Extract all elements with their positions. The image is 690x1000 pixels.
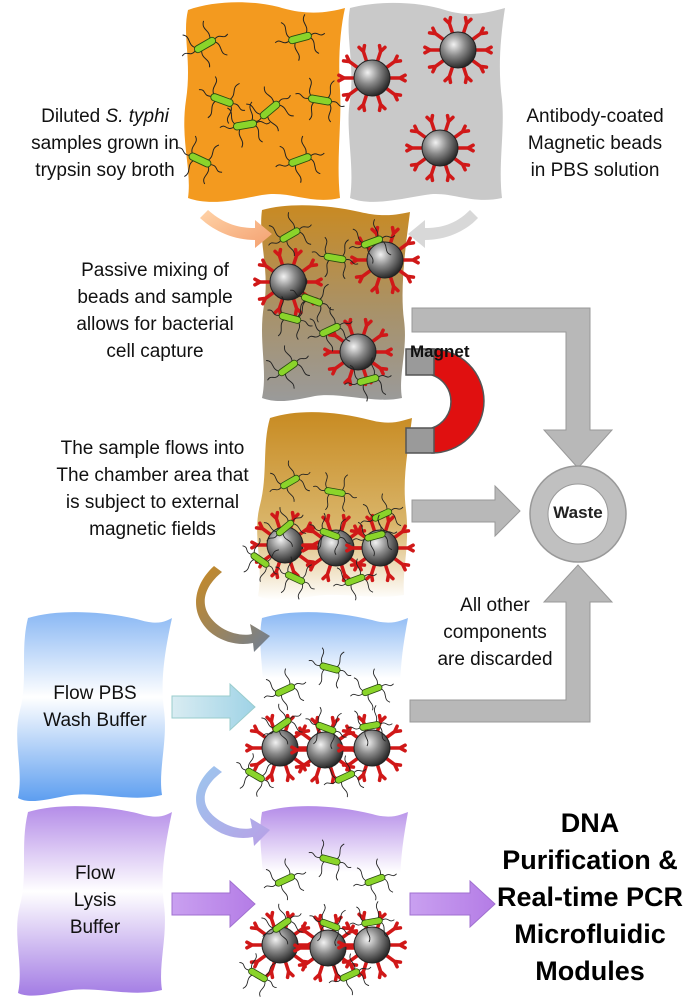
waste-core xyxy=(547,483,609,545)
bacterium-icon xyxy=(236,753,274,797)
bacterium-icon xyxy=(353,858,397,901)
bacterium-icon xyxy=(333,558,377,601)
bacterium-icon xyxy=(295,77,345,123)
wash-to-waste-arrow xyxy=(409,564,614,723)
magnetic-bead-icon xyxy=(405,113,475,183)
magnetic-bead-icon xyxy=(337,713,407,783)
lysis-buffer-panel xyxy=(17,806,172,996)
bacterium-icon xyxy=(266,345,310,389)
bacterium-icon xyxy=(307,307,353,352)
bacterium-icon xyxy=(350,668,394,711)
sample-broth-panel xyxy=(184,2,345,202)
bacterium-icon xyxy=(347,705,393,747)
bacterium-icon xyxy=(181,20,229,68)
lysis-flow-arrow xyxy=(171,879,256,929)
bacterium-icon xyxy=(344,357,392,402)
chamber-to-waste-arrow xyxy=(411,484,521,538)
bacterium-icon xyxy=(311,236,359,280)
bacterium-icon xyxy=(305,706,347,750)
sample-flow-arrow xyxy=(200,210,272,248)
wash-buffer-panel xyxy=(17,612,172,802)
bacterium-icon xyxy=(328,953,372,996)
bacterium-icon xyxy=(309,903,351,947)
bacterium-icon xyxy=(275,556,315,600)
bacterium-icon xyxy=(242,538,279,582)
bacterium-icon xyxy=(239,953,277,997)
bacterium-icon xyxy=(198,76,246,124)
bacterium-icon xyxy=(268,212,312,257)
output-arrow xyxy=(409,879,496,929)
mixing-label: Passive mixing of beads and sample allow… xyxy=(76,260,234,362)
wash-flow-arrow xyxy=(171,682,256,732)
bacterium-icon xyxy=(290,277,334,323)
bacterium-icon xyxy=(263,858,307,901)
sample-source-label: Diluted S. typhi samples grown in trypsi… xyxy=(31,106,179,181)
magnetic-bead-icon xyxy=(423,15,493,85)
magnet-icon xyxy=(405,348,485,454)
bacterium-icon xyxy=(309,512,351,556)
bacterium-icon xyxy=(263,668,307,711)
lysis-buffer-label: Flow Lysis Buffer xyxy=(69,863,121,938)
bacterium-icon xyxy=(219,101,271,148)
bacterium-icon xyxy=(323,755,367,798)
bacterium-icon xyxy=(274,14,326,61)
wash-buffer-label: Flow PBS Wash Buffer xyxy=(43,683,147,731)
bacterium-icon xyxy=(177,135,223,185)
bacterium-icon xyxy=(263,507,307,547)
bacterium-icon xyxy=(275,135,325,183)
bacterium-icon xyxy=(349,901,395,943)
bacterium-icon xyxy=(313,472,357,512)
bead-flow-arrow xyxy=(408,210,478,248)
output-modules-label: DNA Purification & Real-time PCR Microfl… xyxy=(496,808,684,986)
discarded-label: All other components are discarded xyxy=(437,595,553,670)
bacterium-icon xyxy=(261,703,303,745)
bacterium-icon xyxy=(269,460,311,502)
waste-label: Waste xyxy=(553,503,603,522)
bacterium-icon xyxy=(308,839,352,881)
chamber-label: The sample flows into The chamber area t… xyxy=(56,438,249,540)
bacterium-icon xyxy=(348,219,396,264)
magnetic-bead-icon xyxy=(337,43,407,113)
magnetic-bead-icon xyxy=(323,317,393,387)
curve-arrow-to-wash xyxy=(196,566,270,652)
beads-layer xyxy=(245,15,493,983)
bacterium-icon xyxy=(267,296,313,340)
magnet-label: Magnet xyxy=(410,342,470,361)
antibody-beads-label: Antibody-coated Magnetic beads in PBS so… xyxy=(526,106,664,181)
bacteria-layer xyxy=(177,14,404,997)
bacterium-icon xyxy=(308,647,352,689)
magnetic-bead-icon xyxy=(350,225,420,295)
curve-arrow-to-lysis xyxy=(196,766,270,846)
bacterium-icon xyxy=(261,903,303,945)
mixing-to-waste-arrow xyxy=(411,307,614,469)
bacterium-icon xyxy=(352,514,398,557)
